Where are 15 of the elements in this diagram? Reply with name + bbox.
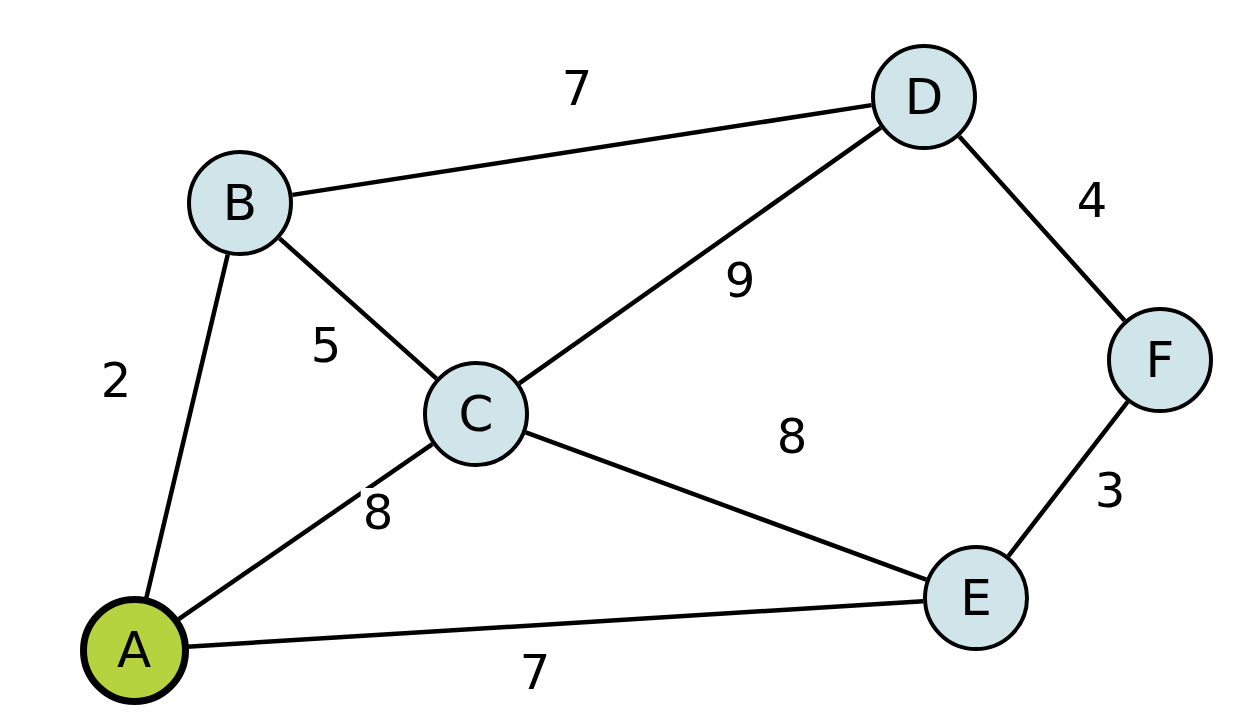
connector-line bbox=[517, 125, 883, 386]
connector-line bbox=[278, 236, 438, 381]
vertex-label: A bbox=[116, 625, 152, 675]
vertex-label: B bbox=[222, 178, 258, 228]
vertex-label: F bbox=[1145, 335, 1175, 385]
vertex-label: C bbox=[458, 389, 494, 439]
vertex-label: E bbox=[960, 573, 992, 623]
connector-line bbox=[176, 442, 434, 622]
connector-line bbox=[524, 430, 928, 582]
connector-line bbox=[186, 599, 924, 649]
connector-line bbox=[1006, 400, 1130, 558]
connector-line bbox=[292, 102, 872, 198]
connector-line bbox=[144, 254, 230, 599]
vertex-label: D bbox=[904, 72, 944, 122]
connector-line bbox=[957, 134, 1127, 323]
